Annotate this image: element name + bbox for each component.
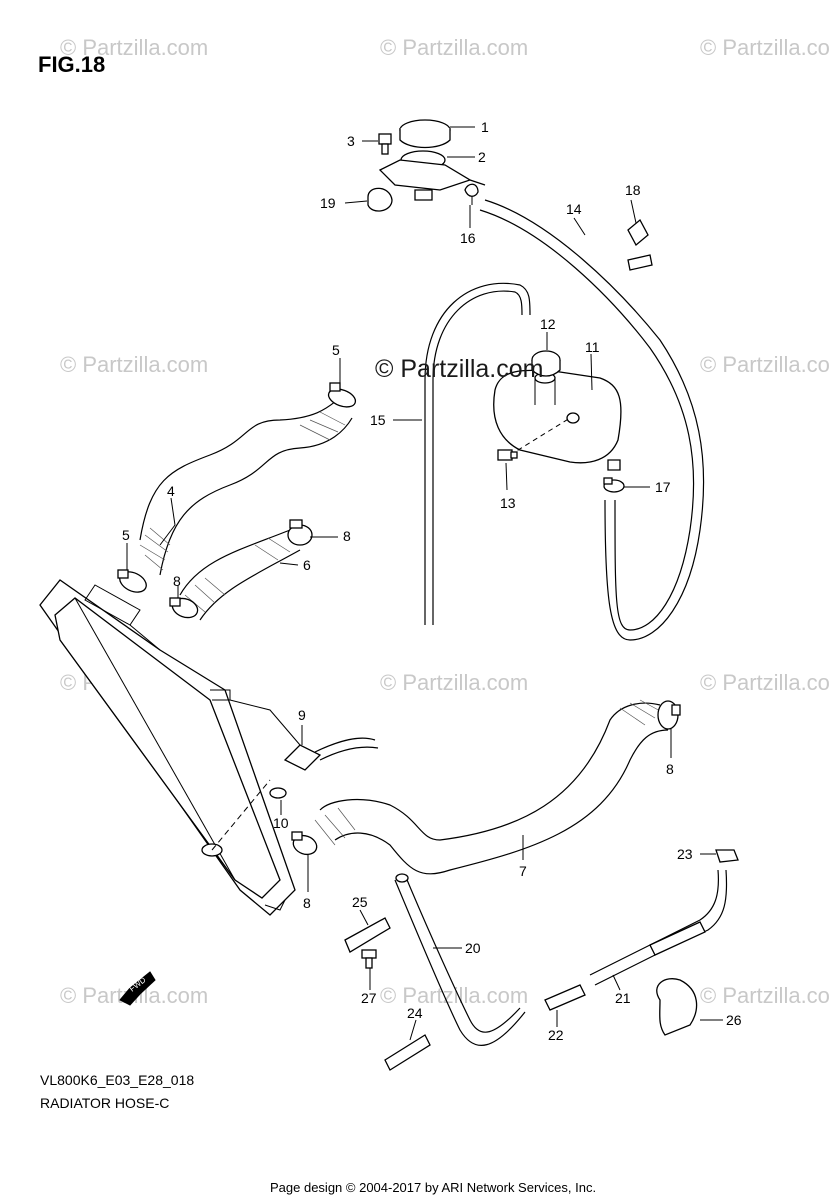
callout-25: 25: [352, 894, 368, 910]
callout-22: 22: [548, 1027, 564, 1043]
clamp-26[interactable]: [656, 978, 698, 1036]
callout-10: 10: [273, 815, 289, 831]
callout-18: 18: [625, 182, 641, 198]
callout-5-bottom: 5: [122, 527, 130, 543]
hose-6[interactable]: [179, 529, 301, 621]
watermark-text: © Partzilla.com: [700, 670, 829, 695]
hose-15[interactable]: [424, 282, 531, 625]
hose-14[interactable]: [479, 199, 705, 641]
hose-clamp-8-upper[interactable]: [287, 519, 313, 546]
hose-4[interactable]: [139, 397, 353, 576]
bracket-24[interactable]: [384, 1034, 431, 1071]
callout-11: 11: [585, 339, 600, 355]
figure-subtitle: RADIATOR HOSE-C: [40, 1095, 170, 1111]
bolt-13[interactable]: [497, 449, 518, 461]
callout-14: 14: [566, 201, 582, 217]
radiator[interactable]: [39, 579, 296, 916]
joint-22[interactable]: [544, 984, 586, 1011]
callout-16: 16: [460, 230, 476, 246]
callout-6: 6: [303, 557, 311, 573]
callout-12: 12: [540, 316, 556, 332]
thermo-switch-9[interactable]: [229, 699, 379, 771]
leader-lines: [126, 126, 723, 1041]
clamp-23[interactable]: [715, 849, 739, 863]
hose-7[interactable]: [314, 699, 669, 875]
figure-title: FIG.18: [38, 52, 106, 77]
callout-4: 4: [167, 483, 175, 499]
watermark-group: © Partzilla.com © Partzilla.com © Partzill…: [60, 35, 829, 1008]
callout-13: 13: [500, 495, 516, 511]
callout-labels: 1 2 3 4 5 5 6 7 8 8 8 8 9 10 11 12 13 14…: [122, 119, 742, 1043]
hose-20[interactable]: [394, 873, 526, 1047]
watermark-text: © Partzilla.com: [700, 35, 829, 60]
bracket-25[interactable]: [344, 917, 391, 953]
clip-16[interactable]: [464, 183, 479, 205]
callout-23: 23: [677, 846, 693, 862]
callout-17: 17: [655, 479, 671, 495]
clamp-17[interactable]: [603, 477, 625, 493]
watermark-text: © Partzilla.com: [700, 352, 829, 377]
callout-7: 7: [519, 863, 527, 879]
figure-code: VL800K6_E03_E28_018: [40, 1072, 195, 1088]
washer-10[interactable]: [269, 787, 287, 799]
callout-20: 20: [465, 940, 481, 956]
watermark-center: © Partzilla.com: [375, 355, 543, 383]
copyright-footer: Page design © 2004-2017 by ARI Network S…: [270, 1180, 597, 1195]
callout-8-lower: 8: [303, 895, 311, 911]
watermark-text: © Partzilla.com: [60, 352, 208, 377]
callout-24: 24: [407, 1005, 423, 1021]
callout-19: 19: [320, 195, 336, 211]
watermark-text: © Partzilla.com: [700, 983, 829, 1008]
callout-5-top: 5: [332, 342, 340, 358]
callout-26: 26: [726, 1012, 742, 1028]
hose-clamp-5-bottom[interactable]: [117, 568, 150, 596]
callout-8-upper: 8: [343, 528, 351, 544]
callout-21: 21: [615, 990, 631, 1006]
callout-9: 9: [298, 707, 306, 723]
callout-8-right: 8: [666, 761, 674, 777]
reservoir-cap-12[interactable]: [531, 350, 561, 377]
bolt-3[interactable]: [378, 133, 392, 155]
hose-clamp-8-lower[interactable]: [291, 831, 320, 858]
callout-2: 2: [478, 149, 486, 165]
hose-clamp-8-right[interactable]: [657, 700, 681, 730]
hose-clamp-5-top[interactable]: [326, 382, 358, 410]
bolt-27[interactable]: [361, 949, 377, 969]
filler-neck-2[interactable]: [378, 150, 486, 201]
callout-27: 27: [361, 990, 377, 1006]
watermark-text: © Partzilla.com: [380, 35, 528, 60]
callout-3: 3: [347, 133, 355, 149]
callout-8-left: 8: [173, 573, 181, 589]
hose-clamp-8-left[interactable]: [169, 595, 201, 621]
callout-1: 1: [481, 119, 489, 135]
clamp-18[interactable]: [627, 218, 653, 271]
radiator-cap-1[interactable]: [399, 119, 451, 149]
watermark-text: © Partzilla.com: [60, 35, 208, 60]
clamp-19[interactable]: [367, 187, 393, 212]
callout-15: 15: [370, 412, 386, 428]
watermark-text: © Partzilla.com: [380, 670, 528, 695]
hose-21[interactable]: [589, 869, 728, 986]
